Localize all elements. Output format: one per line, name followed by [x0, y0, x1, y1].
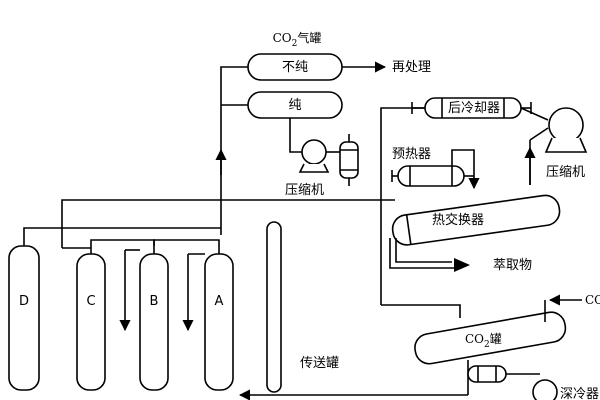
vessel-a: A: [204, 246, 234, 391]
extract-arrow: [454, 258, 470, 272]
preheater-loop: [451, 149, 480, 190]
compressor-right-base: [544, 137, 588, 153]
heat-exchanger-label: 热交换器: [432, 212, 484, 228]
filter-vessel: [339, 141, 359, 179]
vessel-c: C: [76, 246, 106, 391]
co2-inlet-label: CO: [585, 293, 600, 307]
compressor-right-icon: [548, 107, 584, 143]
svg-text:C: C: [86, 294, 95, 309]
co2-storage-tank: [414, 311, 567, 365]
svg-text:B: B: [150, 294, 159, 309]
transfer-tank: [266, 221, 282, 393]
preheater: [397, 165, 465, 187]
reprocess-label: 再处理: [392, 60, 431, 75]
extract-label: 萃取物: [493, 258, 532, 273]
vessel-b: B: [139, 246, 169, 391]
preheater-label: 预热器: [392, 147, 431, 162]
aftercooler-label: 后冷却器: [448, 101, 500, 116]
heat-exchanger: [391, 194, 561, 246]
main-header-line: [61, 199, 395, 248]
compressor-left-icon: [301, 139, 327, 165]
compressor-right-label: 压缩机: [546, 164, 585, 180]
impure-label: 不纯: [282, 60, 308, 75]
co2-gas-tank-title: CO2气罐: [273, 30, 322, 49]
transfer-tank-label: 传送罐: [300, 356, 339, 371]
pure-label: 纯: [288, 98, 301, 113]
to-co2-tank-line: [381, 304, 461, 318]
extract-line-outer: [389, 238, 458, 269]
deep-cooler-label: 深冷器: [560, 387, 599, 400]
vessel-top-header: [23, 227, 221, 238]
svg-text:A: A: [215, 294, 224, 309]
pure-to-compressor-line: [289, 118, 302, 153]
svg-text:D: D: [19, 294, 29, 309]
deep-cooler: [467, 365, 507, 383]
compressor-left-label: 压缩机: [285, 182, 324, 198]
aftercooler-return-line: [380, 107, 425, 248]
riser-to-impure: [220, 66, 248, 235]
extract-line-inner: [395, 238, 452, 263]
vessel-d: D: [8, 238, 40, 391]
compressor-left-base: [298, 163, 330, 173]
deep-cooler-pump-icon: [532, 379, 558, 400]
co2-tank-label: CO2罐: [465, 332, 502, 350]
